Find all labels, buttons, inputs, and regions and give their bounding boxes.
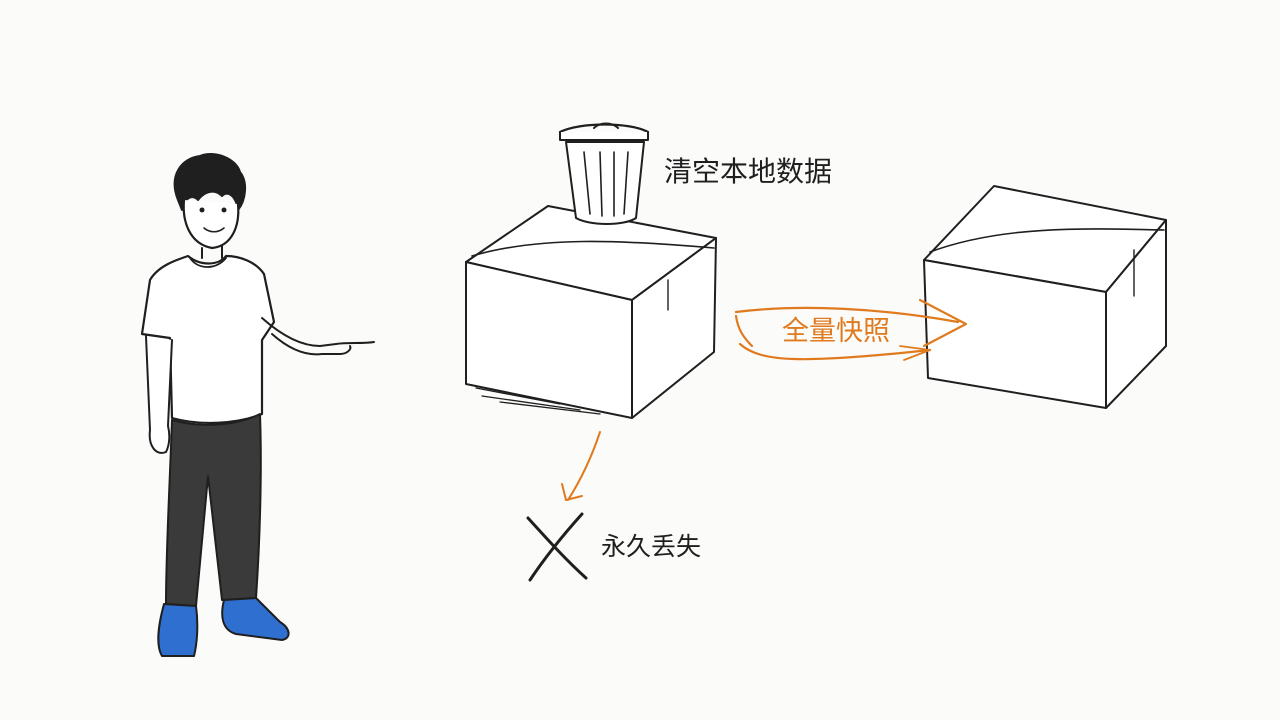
trash-can-icon (558, 122, 650, 225)
person-pants (165, 413, 262, 607)
snapshot-box (923, 185, 1167, 409)
full-snapshot-label: 全量快照 (782, 316, 890, 347)
source-box (465, 205, 717, 419)
snapshot-arrow (734, 298, 968, 361)
person-figure (140, 153, 375, 657)
clear-local-data-label: 清空本地数据 (664, 155, 833, 188)
person-right-shoe (221, 597, 290, 641)
person-head (182, 198, 240, 250)
person-left-arm (145, 335, 173, 454)
person-right-arm (261, 317, 375, 356)
cross-x-icon (526, 512, 588, 582)
loss-arrow (561, 431, 601, 501)
person-left-shoe (157, 603, 199, 657)
person-tshirt (140, 254, 276, 425)
permanently-lost-label: 永久丢失 (601, 532, 702, 561)
